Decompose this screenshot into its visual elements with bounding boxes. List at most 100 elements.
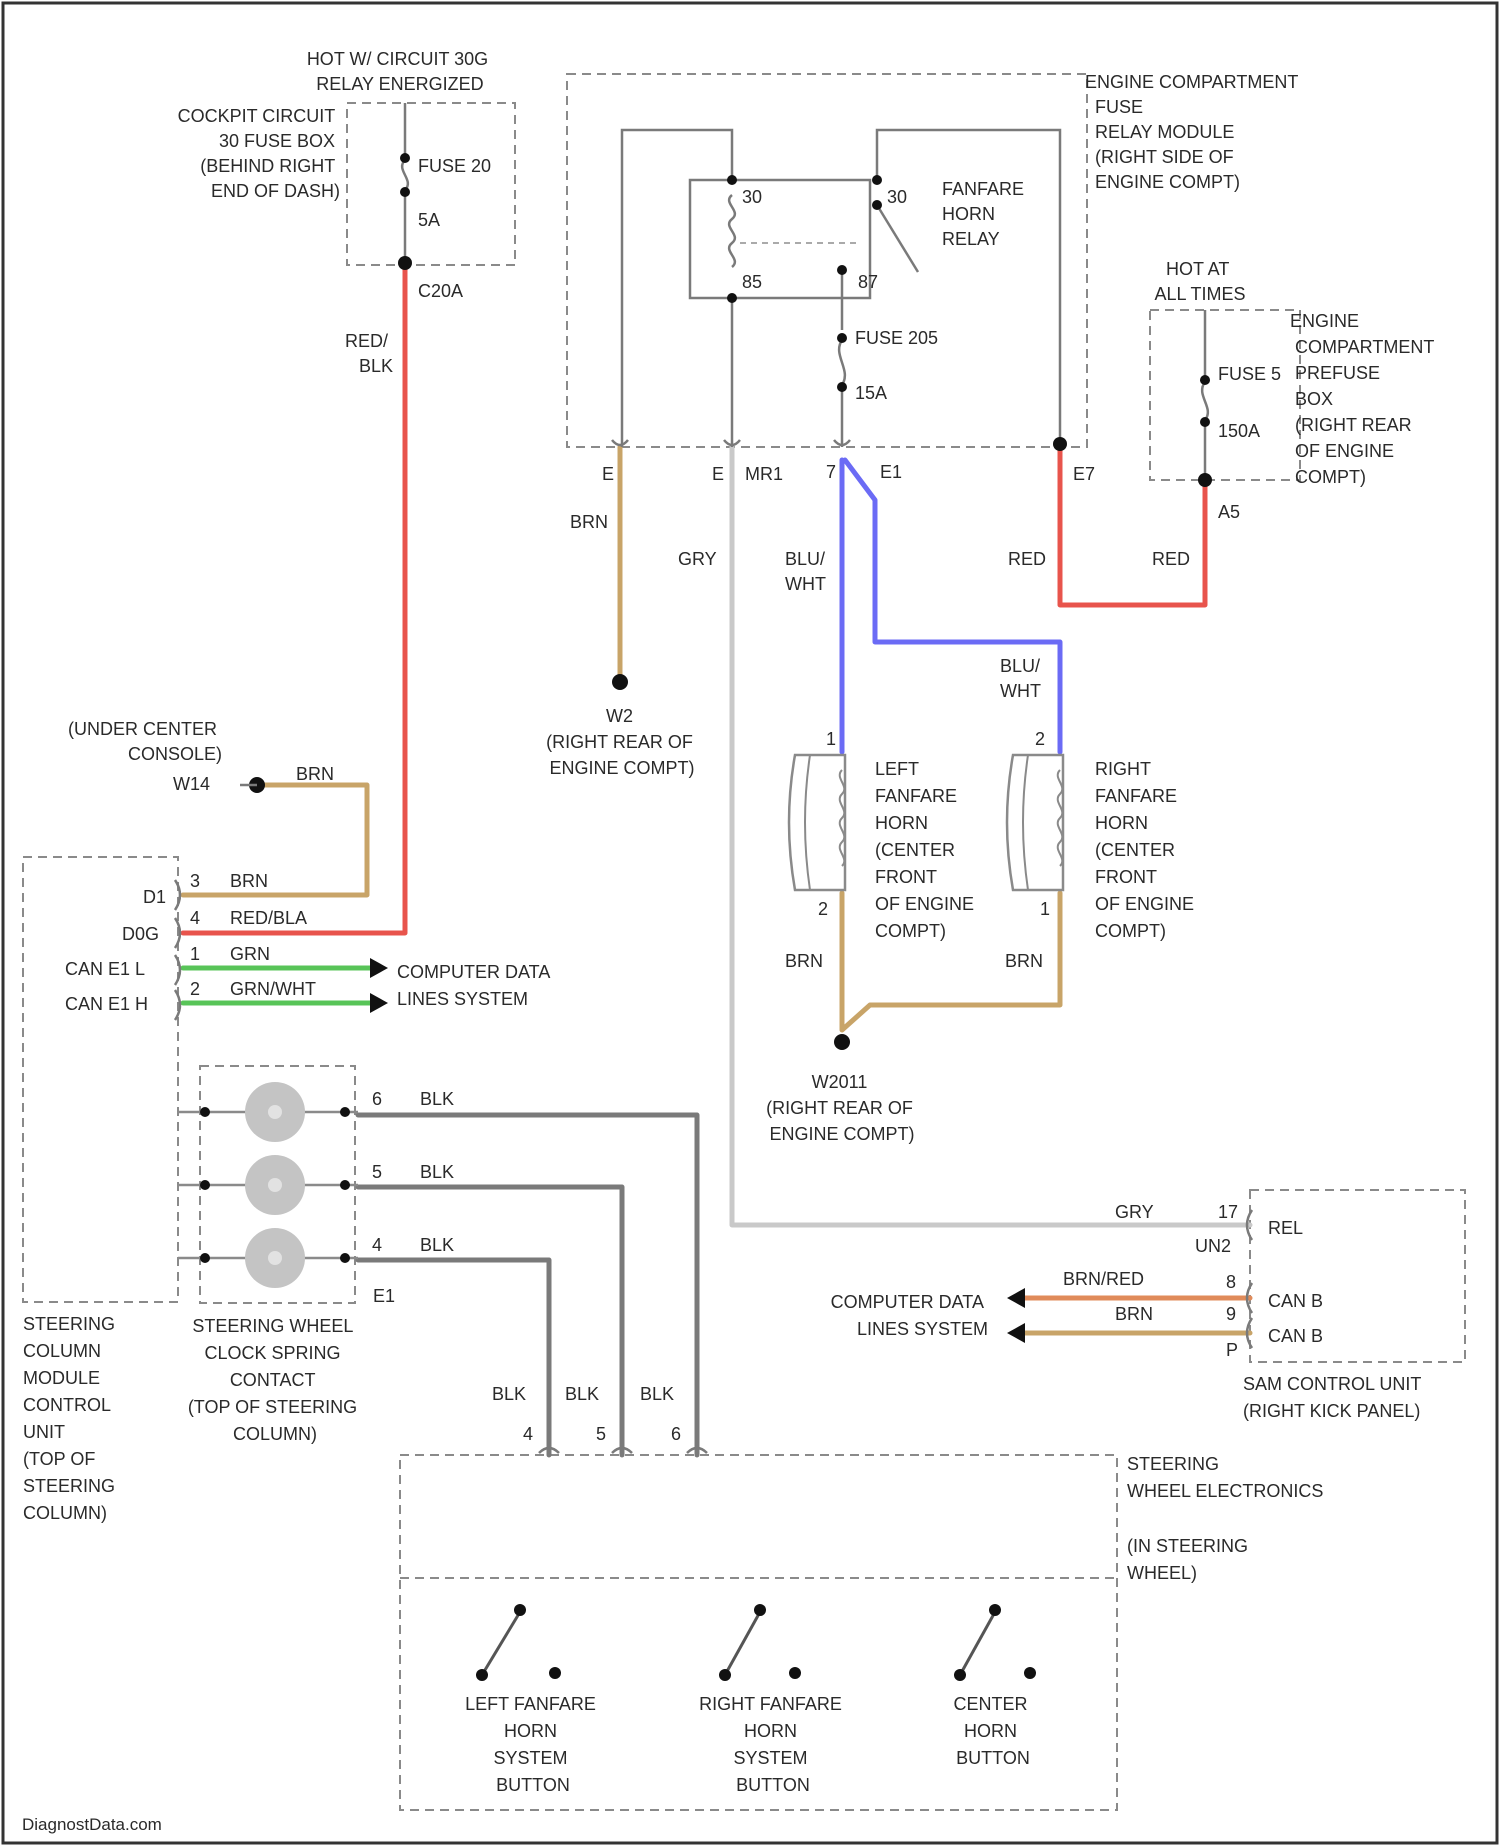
pin-30a-label: 30 [742,187,762,207]
prefuse-box-outline [1150,310,1300,480]
scm-pin-1-label: 1 [190,944,200,964]
ground-w2-dot [612,674,628,690]
fuse20-element [402,160,408,190]
engine-fuse-module-label: ENGINE COMPARTMENT FUSE RELAY MODULE (RI… [1085,72,1303,192]
brn-right-horn-label: BRN [1005,951,1043,971]
brn-w14-label: BRN [296,764,334,784]
fuse205-bottom-dot [837,382,847,392]
pin-e7-label: E7 [1073,464,1095,484]
pin-1-right-horn-bottom-label: 1 [1040,899,1050,919]
clock-pin-6-label: 6 [372,1089,382,1109]
blk-5-label: BLK [420,1162,454,1182]
can-e1-l-label: CAN E1 L [65,959,145,979]
blk-b-label: BLK [565,1384,599,1404]
grn-wht-label: GRN/WHT [230,979,316,999]
ground-w2011-dot [834,1034,850,1050]
brn-sam-label: BRN [1115,1304,1153,1324]
brn-scm-label: BRN [230,871,268,891]
fuse20-bottom-dot [400,187,410,197]
fuse-5-amp-label: 150A [1218,421,1260,441]
relay-87-dot [837,265,847,275]
cockpit-fuse-box-label: COCKPIT CIRCUIT 30 FUSE BOX (BEHIND RIGH… [178,106,340,201]
red-label-2: RED [1152,549,1190,569]
fuse5-element [1202,382,1208,420]
sam-un2-label: UN2 [1195,1236,1231,1256]
computer-data-label-1: COMPUTER DATA LINES SYSTEM [397,962,554,1009]
wire-blu-right [845,460,1060,752]
relay-feed-right [877,130,1060,444]
blu-wht-label-2: BLU/ WHT [1000,656,1045,701]
gry-sam-label: GRY [1115,1202,1154,1222]
left-button-label: LEFT FANFARE HORN SYSTEM BUTTON [465,1694,601,1795]
center-button-label: CENTER HORN BUTTON [953,1694,1032,1768]
sam-pin-p-label: P [1226,1340,1238,1360]
fuse5-top-dot [1200,375,1210,385]
fuse-20-amp-label: 5A [418,210,440,230]
red-label-1: RED [1008,549,1046,569]
red-bla-label: RED/BLA [230,908,307,928]
steering-electronics-label: STEERING WHEEL ELECTRONICS [1127,1454,1323,1501]
fuse-20-label: FUSE 20 [418,156,491,176]
ground-w2-label: W2 (RIGHT REAR OF ENGINE COMPT) [546,706,698,778]
brn-red-label: BRN/RED [1063,1269,1144,1289]
prefuse-box-label: ENGINE COMPARTMENT PREFUSE BOX (RIGHT RE… [1290,311,1439,487]
clock-pin-4-label: 4 [372,1235,382,1255]
scm-pin-3-label: 3 [190,871,200,891]
clock-pin-5-label: 5 [372,1162,382,1182]
left-fanfare-button-switch [476,1604,561,1681]
left-horn-label: LEFT FANFARE HORN (CENTER FRONT OF ENGIN… [875,759,979,941]
pin-30b-label: 30 [887,187,907,207]
clock-spring-2 [178,1155,358,1215]
relay-30a-dot [727,175,737,185]
c20a-label: C20A [418,281,463,301]
left-horn-symbol [789,755,845,890]
arrow-sam-can-1 [1007,1288,1025,1308]
grn-label: GRN [230,944,270,964]
e7-junction [1053,437,1067,451]
red-blk-label: RED/ BLK [345,331,393,376]
hot-all-times-label: HOT AT ALL TIMES [1154,259,1245,304]
sam-pin-8-label: 8 [1226,1272,1236,1292]
right-horn-symbol [1007,755,1063,890]
wire-blk-5 [358,1187,622,1455]
arrow-sam-can-2 [1007,1323,1025,1343]
blk-c-label: BLK [640,1384,674,1404]
fuse205-element [839,340,845,385]
e1-label: E1 [373,1286,395,1306]
sam-unit-label: SAM CONTROL UNIT (RIGHT KICK PANEL) [1243,1374,1426,1421]
arrow-can-h [370,993,388,1013]
blk-6-label: BLK [420,1089,454,1109]
wire-brn-w14 [183,785,367,895]
fuse205-top-dot [837,333,847,343]
can-b-2-label: CAN B [1268,1326,1323,1346]
relay-feed-left [622,130,732,447]
can-b-1-label: CAN B [1268,1291,1323,1311]
brn-label-w2: BRN [570,512,608,532]
under-center-console-label: (UNDER CENTER CONSOLE) [68,719,222,764]
pin-a5-label: A5 [1218,502,1240,522]
wire-blk-6 [358,1115,697,1455]
watermark: DiagnostData.com [22,1815,162,1834]
w14-label: W14 [173,774,210,794]
right-horn-label: RIGHT FANFARE HORN (CENTER FRONT OF ENGI… [1095,759,1199,941]
sam-pin-17-label: 17 [1218,1202,1238,1222]
pin-e1-label: E1 [880,462,902,482]
pin-e-left-label: E [602,464,614,484]
relay-coil [729,195,735,267]
c20a-junction [398,256,412,270]
blu-wht-label-1: BLU/ WHT [785,549,830,594]
can-e1-h-label: CAN E1 H [65,994,148,1014]
gry-label: GRY [678,549,717,569]
clock-spring-label: STEERING WHEEL CLOCK SPRING CONTACT (TOP… [188,1316,362,1444]
relay-30b-dot [872,175,882,185]
ground-w2011-label: W2011 (RIGHT REAR OF ENGINE COMPT) [766,1072,918,1144]
a5-junction [1198,473,1212,487]
sam-pin-9-label: 9 [1226,1304,1236,1324]
blk-4-label: BLK [420,1235,454,1255]
pin-2-left-horn-bottom-label: 2 [818,899,828,919]
cockpit-fuse-box-outline [347,103,515,265]
scm-connector-3 [175,880,180,910]
relay-switch-arm [877,205,918,272]
fuse20-top-dot [400,153,410,163]
swe-pin-6-label: 6 [671,1424,681,1444]
